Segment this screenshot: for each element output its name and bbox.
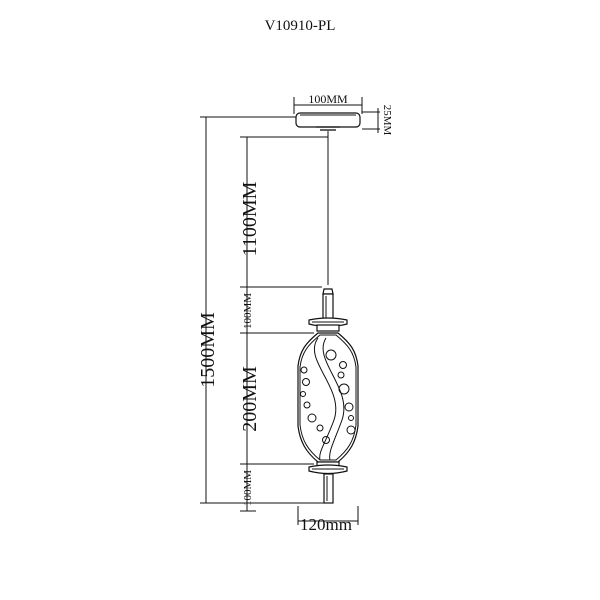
shade-height-label: 200MM: [239, 366, 261, 432]
shade-width-label: 120mm: [300, 515, 352, 534]
top-cap-dimension: 100MM: [240, 287, 314, 334]
cable-length-dimension: 1100MM: [239, 136, 328, 288]
cable-length-label: 1100MM: [239, 181, 261, 256]
bottom-cap-label: 100MM: [242, 470, 254, 506]
model-title: V10910-PL: [265, 18, 336, 34]
top-cap-label: 100MM: [242, 293, 254, 329]
canopy-height-label: 25MM: [381, 105, 393, 136]
canopy-width-label: 100MM: [308, 92, 348, 106]
top-disc: [308, 317, 348, 332]
glass-shade: [297, 332, 359, 463]
bottom-rod: [323, 473, 334, 504]
canopy: [295, 112, 361, 131]
total-height-label: 1500MM: [197, 312, 219, 388]
bottom-disc: [308, 461, 348, 475]
bottom-cap-dimension: 100MM: [240, 464, 256, 512]
top-rod: [322, 288, 334, 320]
canopy-height-dimension: 25MM: [362, 105, 393, 136]
total-height-dimension: 1500MM: [197, 116, 330, 504]
shade-width-dimension: 120mm: [297, 506, 359, 534]
canopy-width-dimension: 100MM: [293, 92, 363, 114]
shade-height-dimension: 200MM: [239, 333, 314, 465]
